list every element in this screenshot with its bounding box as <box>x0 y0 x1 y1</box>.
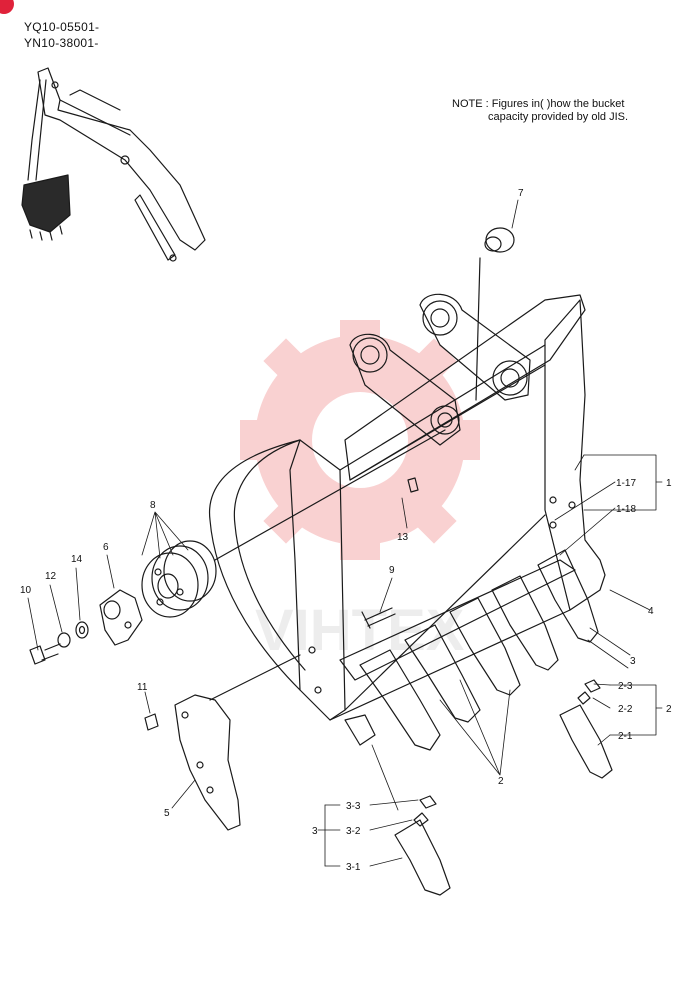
label-1-18: 1-18 <box>616 504 636 515</box>
label-7: 7 <box>518 188 524 199</box>
label-9: 9 <box>389 565 395 576</box>
note-line-2: capacity provided by old JIS. <box>488 111 629 123</box>
shims-8 <box>141 429 446 618</box>
label-3: 3 <box>630 656 636 667</box>
bucket-teeth <box>344 549 599 751</box>
leader-lines <box>27 199 663 867</box>
label-3-2: 3-2 <box>346 826 361 837</box>
pin-13 <box>407 477 419 493</box>
label-4: 4 <box>648 606 654 617</box>
label-1: 1 <box>666 478 672 489</box>
label-3b: 3 <box>312 826 318 837</box>
bucket-body <box>208 294 606 721</box>
serial-number-1: YQ10-05501- <box>24 20 100 34</box>
callout-labels: 1 1-17 1-18 2 2 2-1 2-2 2-3 3 3 3-1 3-2 … <box>20 188 672 873</box>
serial-number-2: YN10-38001- <box>24 36 99 50</box>
bucket-bracket <box>349 293 531 446</box>
excavator-arm-icon <box>21 67 206 262</box>
label-1-17: 1-17 <box>616 478 636 489</box>
label-12: 12 <box>45 571 57 582</box>
tooth-2-exploded <box>559 679 613 779</box>
note-line-1: Figures in( )how the bucket <box>491 98 625 110</box>
label-5: 5 <box>164 808 170 819</box>
label-2: 2 <box>498 776 504 787</box>
label-11: 11 <box>137 682 148 693</box>
part-6 <box>99 589 143 646</box>
corner-badge <box>0 0 14 14</box>
label-10: 10 <box>20 585 32 596</box>
label-2-1: 2-1 <box>618 731 633 742</box>
watermark-text: VIHTEX <box>255 598 465 663</box>
pin-7 <box>475 227 515 401</box>
side-cutter-5 <box>174 654 301 831</box>
washers-and-bolts <box>29 607 396 731</box>
label-8: 8 <box>150 500 156 511</box>
label-3-3: 3-3 <box>346 801 361 812</box>
label-2b: 2 <box>666 704 672 715</box>
label-3-1: 3-1 <box>346 862 361 873</box>
tooth-3-exploded <box>394 795 451 896</box>
label-2-3: 2-3 <box>618 681 633 692</box>
label-6: 6 <box>103 542 109 553</box>
label-2-2: 2-2 <box>618 704 633 715</box>
note-prefix: NOTE : <box>452 98 489 110</box>
label-13: 13 <box>397 532 409 543</box>
note-block: NOTE : Figures in( )how the bucket capac… <box>452 98 628 124</box>
label-14: 14 <box>71 554 83 565</box>
